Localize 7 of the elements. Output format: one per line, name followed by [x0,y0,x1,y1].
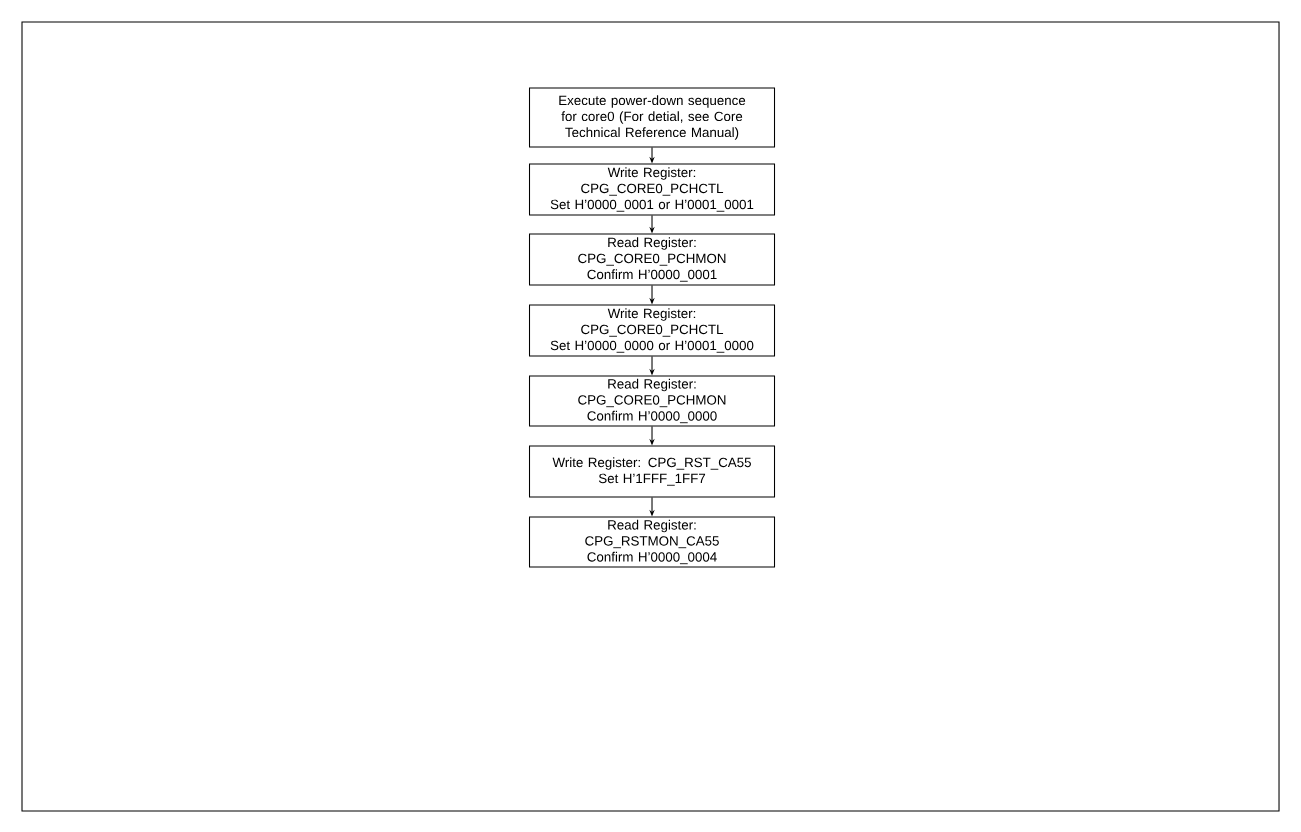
process-box: Execute power-down sequence for core0 (For detial, see Core Technical Reference Manual) [528,87,776,148]
process-box: Write Register: CPG_CORE0_PCHCTL Set H’0000_0001 or H’0001_0001 [528,163,776,216]
process-box: Write Register: CPG_CORE0_PCHCTL Set H’0000_0000 or H’0001_0000 [528,304,776,357]
process-box: Read Register: CPG_CORE0_PCHMON Confirm H’0000_0000 [528,375,776,427]
process-box: Write Register: CPG_RST_CA55 Set H’1FFF_1FF7 [528,445,776,498]
process-box: Read Register: CPG_CORE0_PCHMON Confirm H’0000_0001 [528,233,776,286]
process-box: Read Register: CPG_RSTMON_CA55 Confirm H’0000_0004 [528,516,776,568]
